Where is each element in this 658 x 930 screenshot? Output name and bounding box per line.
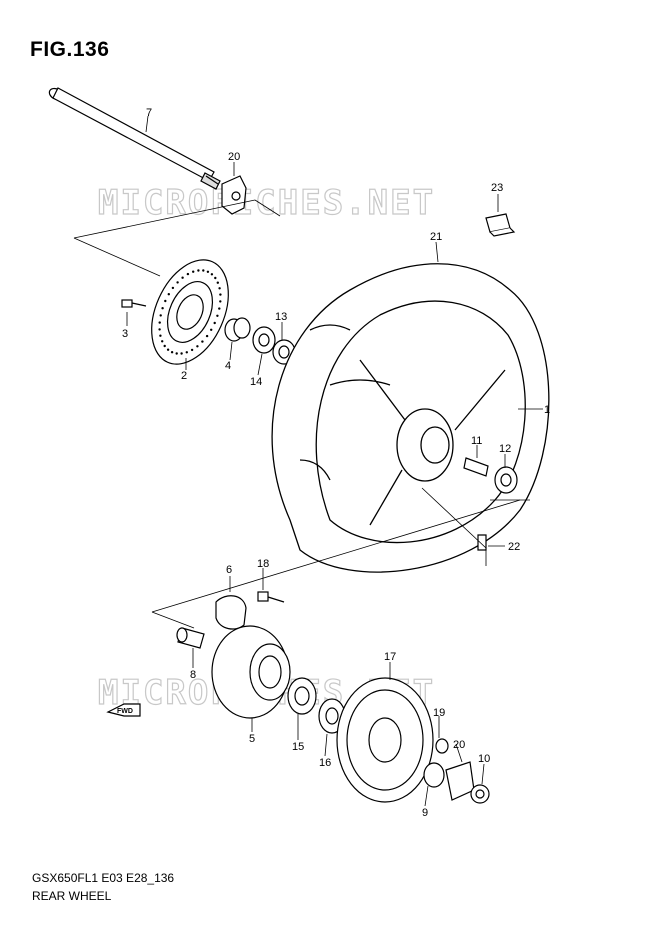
balance-weight: [485, 213, 516, 237]
wheel-spacer: [463, 457, 489, 477]
disc-hole: [164, 299, 167, 303]
disc-bolt: [121, 299, 147, 308]
axle-spacer: [423, 762, 445, 788]
callout-19: 19: [433, 707, 445, 719]
disc-hole: [159, 314, 162, 317]
chain-adjuster-plate-left: [445, 761, 475, 801]
disc-hole: [210, 273, 214, 276]
disc-hole: [216, 281, 219, 284]
disc-hole: [176, 281, 179, 284]
disc-hole: [186, 272, 190, 276]
watermark-top: MICROFICHES.NET: [98, 183, 435, 223]
callout-16: 16: [319, 757, 331, 769]
disc-hole: [218, 287, 221, 290]
figure-title: FIG.136: [30, 38, 110, 61]
disc-hole: [219, 293, 222, 296]
disc-hole: [158, 321, 161, 324]
disc-hole: [210, 328, 213, 331]
rear-wheel-assembly: [271, 263, 550, 573]
disc-hole: [197, 269, 200, 272]
bearing-right: [494, 466, 518, 494]
disc-hole: [214, 276, 217, 280]
callout-10: 10: [478, 753, 490, 765]
callout-20-top: 20: [228, 151, 240, 163]
callout-7: 7: [146, 107, 152, 119]
callout-14: 14: [250, 376, 262, 388]
disc-hole: [167, 293, 170, 296]
callout-21: 21: [430, 231, 442, 243]
drum-stud: [257, 591, 285, 603]
fwd-label: FWD: [117, 708, 133, 715]
disc-hole: [213, 321, 216, 325]
callout-1: 1: [544, 404, 550, 416]
oil-seal: [252, 326, 276, 354]
callout-17: 17: [384, 651, 396, 663]
callout-numbers: 1 2 3 4 5 6 7 8 9 10 11 12 13 14 15 16 1…: [122, 107, 550, 819]
callout-4: 4: [225, 360, 231, 372]
disc-hole: [175, 352, 178, 355]
disc-hole: [205, 334, 209, 338]
callout-6: 6: [226, 564, 232, 576]
damper: [215, 595, 247, 630]
drum-spacer: [176, 627, 205, 649]
bearing-drum: [287, 677, 317, 715]
disc-hole: [170, 351, 174, 354]
sprocket-nut: [435, 738, 449, 754]
disc-hole: [216, 314, 219, 317]
disc-hole: [219, 300, 222, 303]
disc-hole: [163, 344, 166, 348]
disc-hole: [159, 334, 162, 337]
disc-hole: [158, 328, 161, 331]
rear-sprocket: [336, 677, 434, 803]
disc-hole: [192, 270, 195, 273]
section-title: REAR WHEEL: [32, 889, 112, 903]
disc-hole: [185, 351, 188, 354]
callout-2: 2: [181, 370, 187, 382]
callout-11: 11: [471, 435, 482, 447]
callout-leaders: [126, 115, 543, 807]
forward-direction-arrow: FWD: [106, 703, 141, 717]
callout-13: 13: [275, 311, 287, 323]
chain-adjuster-plate-top: [221, 175, 247, 215]
disc-hole: [181, 276, 184, 279]
callout-18: 18: [257, 558, 269, 570]
callout-15: 15: [292, 741, 304, 753]
callout-12: 12: [499, 443, 511, 455]
callout-8: 8: [190, 669, 196, 681]
disc-hole: [171, 286, 175, 290]
callout-20-bottom: 20: [453, 739, 465, 751]
disc-hole: [161, 307, 164, 310]
valve: [477, 534, 487, 551]
axle-nut: [470, 784, 490, 804]
disc-hole: [218, 307, 221, 310]
disc-hole: [206, 270, 210, 273]
guide-lines: [73, 199, 530, 629]
disc-hole: [190, 348, 194, 352]
callout-9: 9: [422, 807, 428, 819]
callout-23: 23: [491, 182, 503, 194]
disc-hole: [196, 345, 199, 348]
model-code: GSX650FL1 E03 E28_136: [32, 871, 175, 885]
axle: [48, 87, 221, 190]
disc-hole: [201, 340, 204, 343]
callout-5: 5: [249, 733, 255, 745]
disc-hole: [202, 269, 205, 272]
disc-hole: [161, 340, 164, 343]
callout-22: 22: [508, 541, 520, 553]
disc-hole: [166, 348, 170, 351]
sprocket-mounting-drum: [211, 625, 291, 719]
callout-3: 3: [122, 328, 128, 340]
brake-disc: [151, 259, 229, 365]
spacer: [224, 317, 251, 342]
disc-hole: [180, 352, 183, 355]
